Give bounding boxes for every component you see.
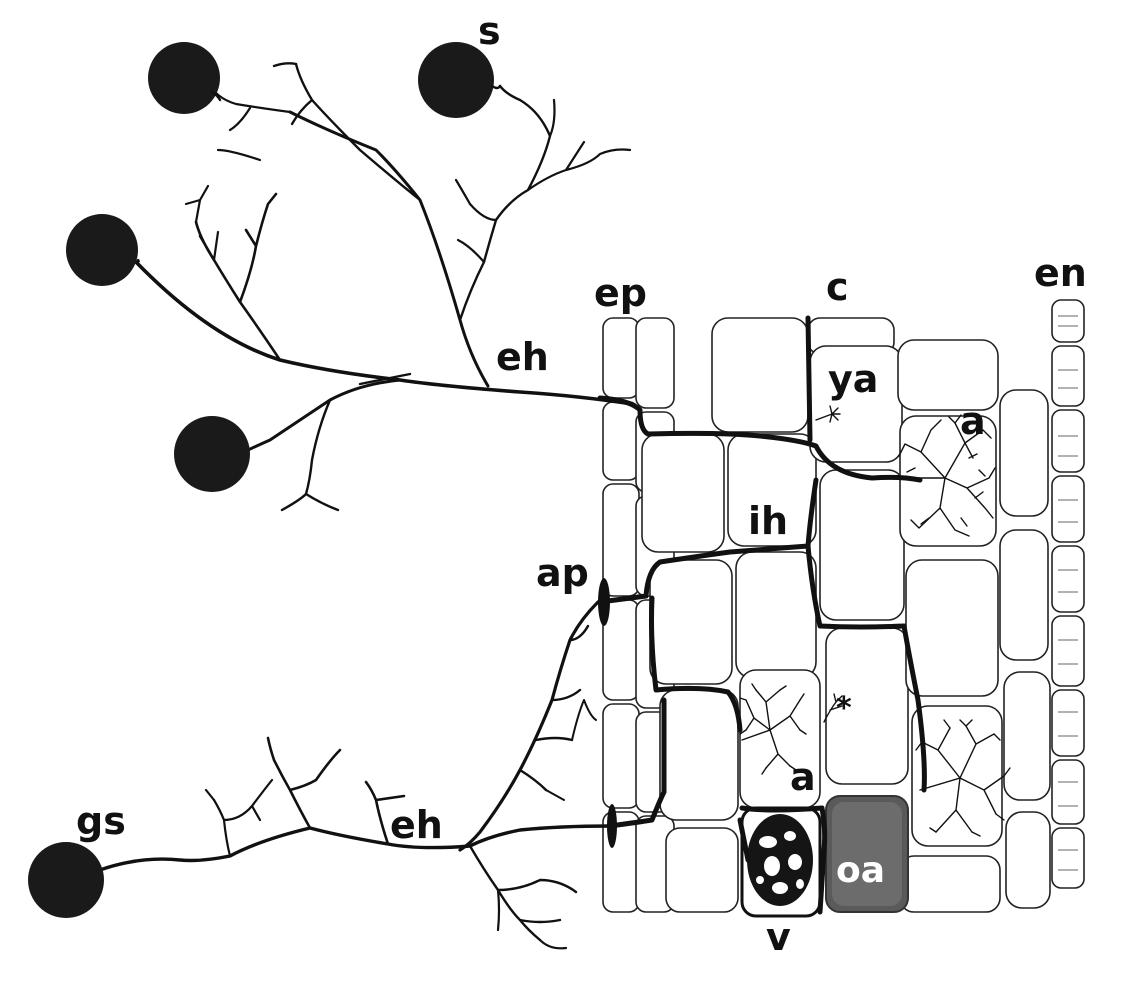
spore-s: [418, 42, 494, 118]
endodermis-cells: [1052, 300, 1084, 888]
spores: [28, 42, 500, 918]
external-hyphae-lower: [100, 602, 610, 948]
label-eh-upper: eh: [496, 335, 549, 379]
spore-mid-left: [66, 214, 138, 286]
spore-lower-left: [174, 416, 250, 492]
label-a-lower: a: [790, 755, 816, 799]
spore-top-left: [148, 42, 220, 114]
label-asterisk: *: [836, 691, 852, 726]
vesicle: [742, 808, 820, 916]
label-en: en: [1034, 251, 1087, 295]
label-ya: ya: [828, 357, 878, 401]
label-eh-lower: eh: [390, 803, 443, 847]
label-s: s: [478, 9, 501, 53]
label-a-upper: a: [960, 399, 986, 443]
label-oa: oa: [836, 850, 885, 891]
label-gs: gs: [76, 799, 126, 843]
label-v: v: [766, 915, 791, 959]
label-ih: ih: [748, 499, 788, 543]
label-c: c: [826, 265, 849, 309]
label-ep: ep: [594, 271, 647, 315]
label-ap: ap: [536, 551, 589, 595]
germinating-spore-gs: [28, 842, 104, 918]
